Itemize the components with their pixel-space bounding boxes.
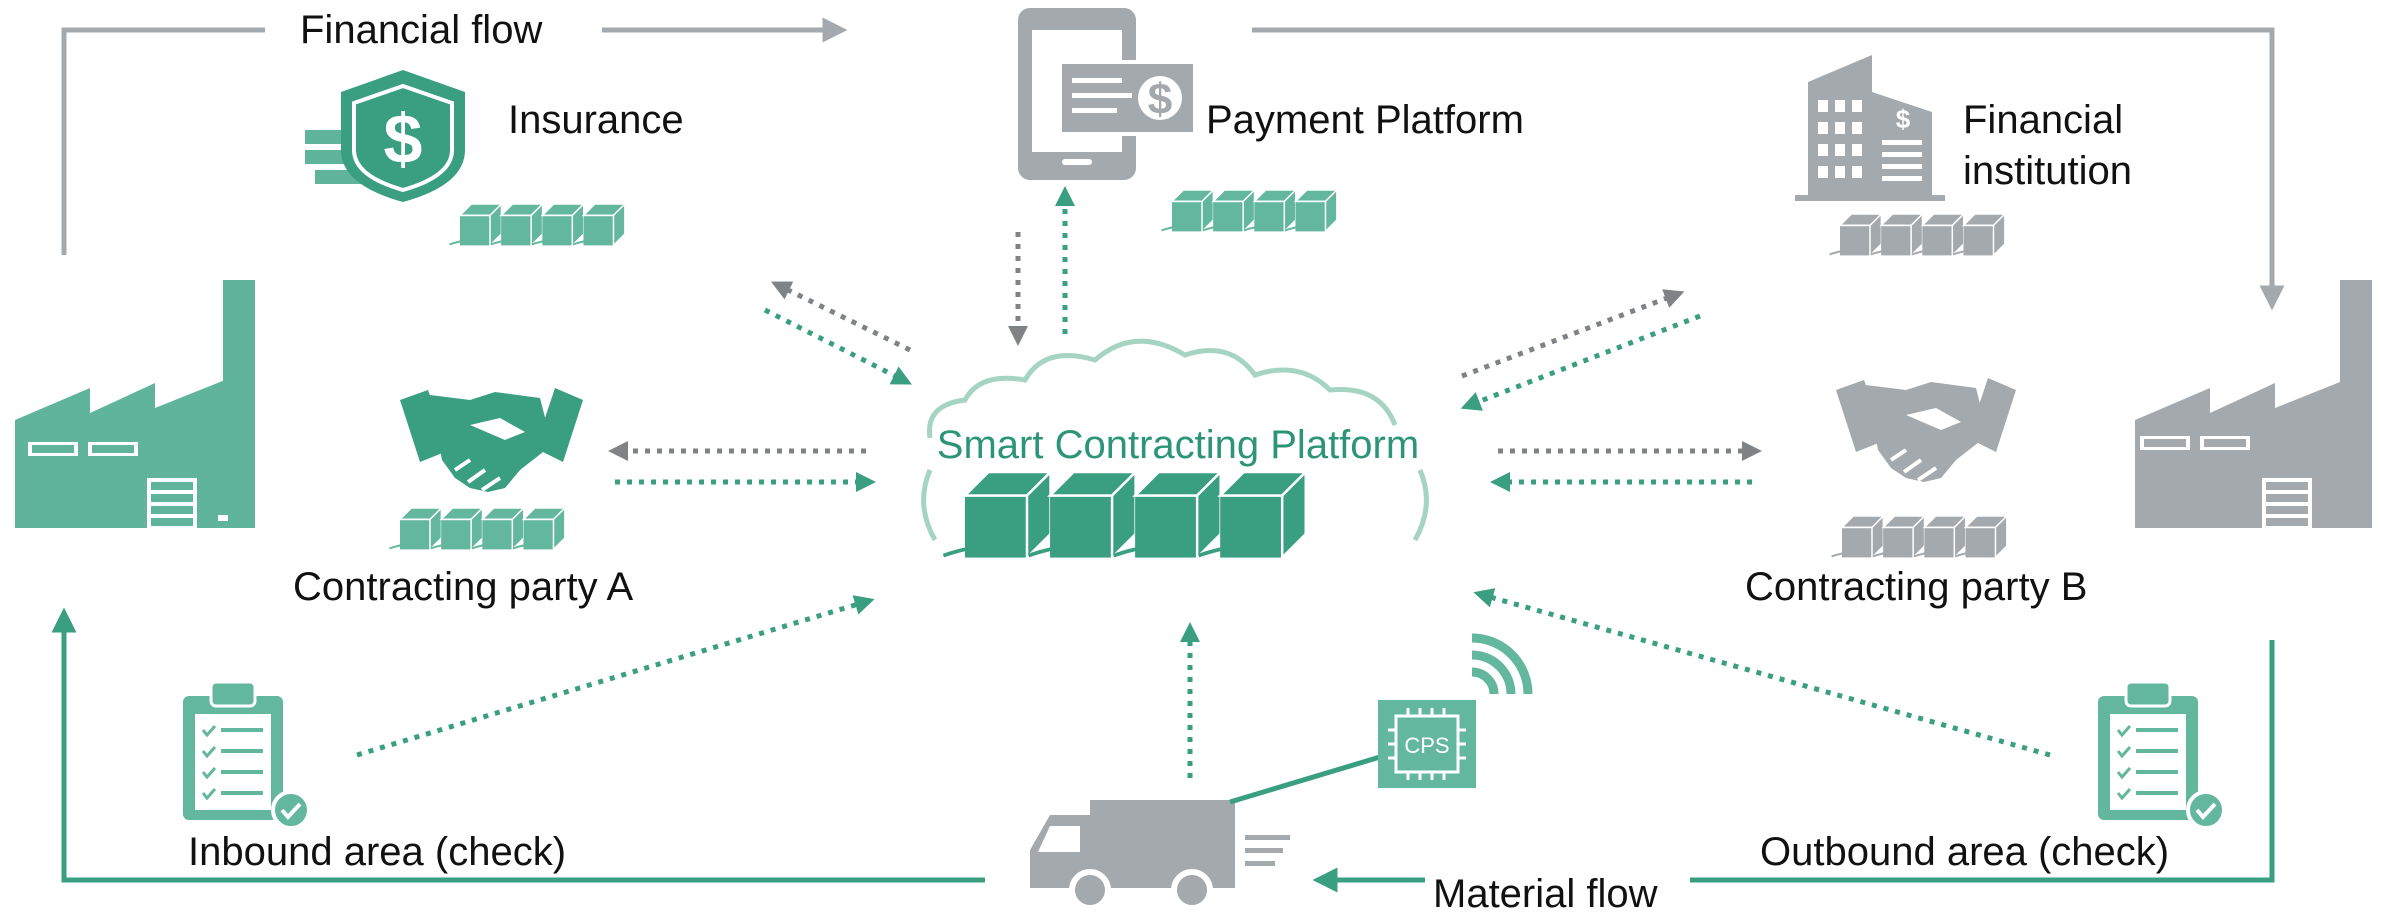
blockchain-icon (1831, 514, 2009, 560)
factory-icon (15, 280, 255, 528)
block-cube (398, 506, 444, 552)
block-cube (439, 506, 485, 552)
material-flow-label: Material flow (1433, 872, 1658, 915)
chain-link-arrow (1872, 551, 1891, 558)
block-cube (1838, 212, 1884, 258)
financial-flow-line (61, 17, 2285, 311)
chain-link-arrow (1870, 249, 1889, 256)
chain-link-arrow (490, 239, 509, 246)
chain-link-arrow (531, 239, 550, 246)
block-cube (1920, 212, 1966, 258)
shield-dollar-icon: $ (305, 70, 465, 202)
connector-inbound (356, 595, 875, 758)
dollar-symbol: $ (1148, 75, 1172, 124)
block-cube (1170, 188, 1216, 234)
material-flow-line (51, 607, 2275, 893)
blockchain-icon (449, 202, 627, 248)
block-cube (521, 506, 567, 552)
connector-outbound (1473, 588, 2051, 758)
insurance-label: Insurance (508, 98, 684, 142)
block-cube (1963, 514, 2009, 560)
cps-label: CPS (1404, 733, 1449, 758)
block-cube (540, 202, 586, 248)
block-cube (1881, 514, 1927, 560)
chain-link-arrow (1284, 225, 1304, 232)
dollar-symbol: $ (384, 100, 423, 178)
blockchain-icon (389, 506, 567, 552)
chain-link-arrow (942, 545, 981, 558)
financial-institution-label-line1: Financial (1963, 98, 2123, 142)
chain-link-arrow (471, 543, 490, 550)
chain-link-arrow (572, 239, 592, 246)
chain-link-arrow (389, 543, 408, 550)
chain-link-arrow (1954, 551, 1974, 558)
connector-insurance (763, 281, 912, 385)
payment-platform-label: Payment Platform (1206, 98, 1524, 142)
connector-financial (1460, 289, 1701, 411)
block-cube (962, 469, 1054, 561)
inbound-label: Inbound area (check) (188, 830, 566, 874)
financial-flow-label: Financial flow (300, 8, 542, 52)
truck-icon (1030, 800, 1290, 911)
bank-building-icon: $ (1795, 55, 1945, 201)
truck-cps-link (1229, 754, 1381, 805)
dollar-symbol: $ (1896, 104, 1911, 134)
chip-icon: CPS (1378, 700, 1476, 788)
handshake-icon (400, 388, 583, 492)
clipboard-check-icon (183, 680, 311, 830)
block-cube (1047, 469, 1139, 561)
block-cube (480, 506, 526, 552)
clipboard-check-icon (2098, 680, 2226, 830)
block-cube (1217, 469, 1309, 561)
block-cube (1293, 188, 1339, 234)
chain-link-arrow (1161, 225, 1180, 232)
chain-link-arrow (512, 543, 532, 550)
chain-link-arrow (1027, 545, 1066, 558)
connector-payment (1008, 186, 1075, 346)
blockchain-icon (1829, 212, 2007, 258)
cloud-icon (921, 338, 1429, 542)
chain-link-arrow (449, 239, 468, 246)
chain-link-arrow (1112, 545, 1151, 558)
connector-party-b (1490, 441, 1762, 492)
block-cube (458, 202, 504, 248)
block-cube (581, 202, 627, 248)
blockchain-icon (942, 469, 1309, 561)
block-cube (1132, 469, 1224, 561)
block-cube (499, 202, 545, 248)
block-cube (1922, 514, 1968, 560)
block-cube (1840, 514, 1886, 560)
chain-link-arrow (1829, 249, 1848, 256)
factory-icon (2135, 280, 2372, 528)
financial-institution-label-line2: institution (1963, 149, 2132, 193)
platform-label: Smart Contracting Platform (937, 423, 1419, 467)
chain-link-arrow (1911, 249, 1930, 256)
block-cube (1961, 212, 2007, 258)
tablet-payment-icon: $ (1018, 8, 1197, 180)
chain-link-arrow (1913, 551, 1932, 558)
party-a-label: Contracting party A (293, 565, 633, 609)
chain-link-arrow (1831, 551, 1850, 558)
chain-link-arrow (1198, 545, 1236, 558)
blockchain-icon (1161, 188, 1339, 234)
chain-link-arrow (1202, 225, 1221, 232)
party-b-label: Contracting party B (1745, 565, 2087, 609)
connector-party-a (608, 441, 876, 492)
block-cube (1211, 188, 1257, 234)
block-cube (1252, 188, 1298, 234)
handshake-icon (1836, 378, 2016, 482)
wifi-signal-icon (1471, 633, 1533, 695)
chain-link-arrow (430, 543, 449, 550)
chain-link-arrow (1243, 225, 1262, 232)
block-cube (1879, 212, 1925, 258)
chain-link-arrow (1952, 249, 1972, 256)
outbound-label: Outbound area (check) (1760, 830, 2169, 874)
